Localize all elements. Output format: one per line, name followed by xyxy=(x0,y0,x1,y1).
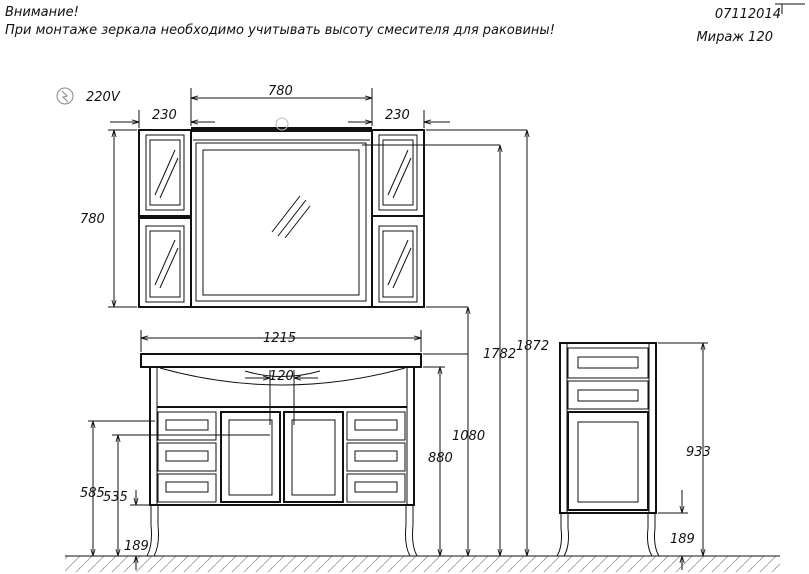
warning-text: При монтаже зеркала необходимо учитывать… xyxy=(5,23,555,38)
mirror-dimensions xyxy=(108,88,527,556)
right-cabinet xyxy=(371,129,425,308)
left-drawer-2 xyxy=(157,442,217,472)
vanity-dimensions xyxy=(88,307,468,570)
right-drawer-2 xyxy=(346,442,406,472)
left-drawer-1 xyxy=(157,411,217,441)
dim-height-1872: 1872 xyxy=(516,339,549,354)
side-cabinet-body xyxy=(559,342,657,514)
dim-left-cabinet-width: 230 xyxy=(152,108,177,123)
power-socket-icon xyxy=(56,87,74,105)
dim-sink-offset: 120 xyxy=(269,369,294,384)
left-drawer-3 xyxy=(157,473,217,503)
central-mirror xyxy=(190,129,373,308)
right-drawer-3 xyxy=(346,473,406,503)
dim-right-cabinet-width: 230 xyxy=(385,108,410,123)
warning-title: Внимание! xyxy=(5,5,79,20)
dim-leg-height-right: 189 xyxy=(670,532,695,547)
right-door xyxy=(283,411,344,503)
left-door xyxy=(220,411,281,503)
dim-height-535: 535 xyxy=(103,490,128,505)
power-label: 220V xyxy=(86,90,121,105)
dim-mirror-height: 780 xyxy=(80,212,105,227)
side-drawer-1 xyxy=(567,347,649,379)
floor-line xyxy=(65,555,780,572)
countertop xyxy=(140,353,422,368)
vanity-body xyxy=(149,366,415,506)
document-code: 07112014 xyxy=(714,7,781,22)
dim-vanity-width: 1215 xyxy=(263,331,296,346)
left-cabinet-handle xyxy=(140,215,190,219)
right-drawer-1 xyxy=(346,411,406,441)
vanity-unit xyxy=(140,353,422,557)
side-drawer-2 xyxy=(567,380,649,410)
mirror-assembly xyxy=(138,117,425,308)
dim-height-1782: 1782 xyxy=(483,347,516,362)
side-cabinet-dimensions xyxy=(658,342,708,570)
model-name: Мираж 120 xyxy=(696,30,773,45)
dim-height-880: 880 xyxy=(428,451,453,466)
side-cabinet xyxy=(556,342,660,557)
dim-mirror-width: 780 xyxy=(268,84,293,99)
dim-height-585: 585 xyxy=(80,486,105,501)
side-door xyxy=(567,411,649,511)
dim-side-cabinet-height: 933 xyxy=(686,445,711,460)
dim-height-1080: 1080 xyxy=(452,429,485,444)
dim-leg-height-left: 189 xyxy=(124,539,149,554)
corner-marks xyxy=(775,3,805,14)
